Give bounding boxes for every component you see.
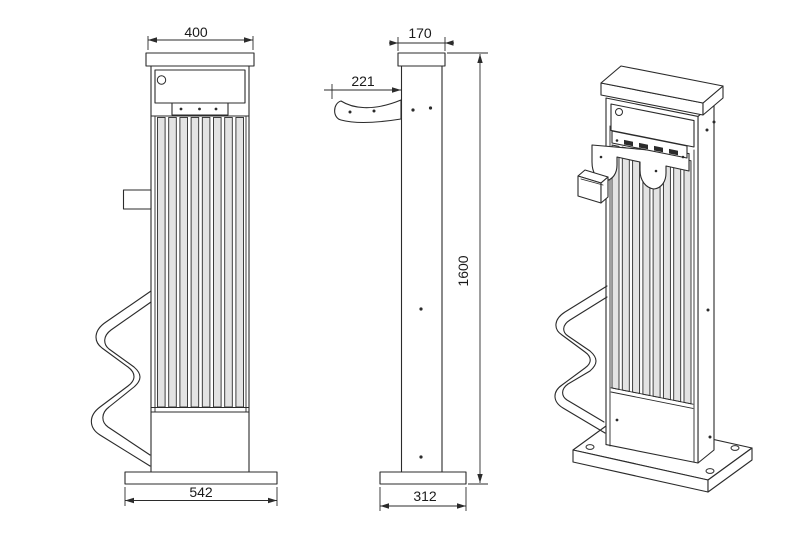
bracket-screw xyxy=(214,107,218,111)
holder-tube-outer xyxy=(90,290,152,467)
bracket-screw xyxy=(179,107,183,111)
slat xyxy=(621,146,630,393)
rail-slot xyxy=(624,139,633,147)
slat xyxy=(201,117,211,408)
front-dim-top-width: 400 xyxy=(147,24,254,50)
slat xyxy=(673,156,682,403)
dim-label-side-handle-reach: 221 xyxy=(351,73,375,89)
front-dim-base-width: 542 xyxy=(124,484,278,506)
iso-slat-sill xyxy=(610,387,694,405)
bracket-screw xyxy=(198,107,201,111)
front-door-hole xyxy=(156,75,167,85)
arrow-head xyxy=(148,37,157,43)
iso-door-panel xyxy=(610,103,695,148)
iso-mount-rail xyxy=(611,130,688,159)
dim-label-side-depth: 170 xyxy=(408,25,432,41)
front-top-cap xyxy=(145,52,255,67)
arrow-head xyxy=(125,497,134,504)
rail-screw xyxy=(681,155,685,159)
iso-base-right xyxy=(707,447,753,493)
column-hole xyxy=(419,455,423,459)
arrow-head xyxy=(477,474,483,483)
base-bolt-hole xyxy=(705,468,715,474)
holder-tube-inner xyxy=(102,301,152,456)
front-body-outline xyxy=(150,65,250,473)
iso-holder-tube-inner xyxy=(562,296,608,423)
slat xyxy=(652,152,661,399)
dim-label-side-height: 1600 xyxy=(455,255,471,286)
iso-door-hole xyxy=(615,108,623,116)
column-hole xyxy=(712,120,716,124)
side-top-cap xyxy=(397,52,446,67)
arrow-head xyxy=(244,37,253,43)
handle-hole xyxy=(372,109,376,113)
column-hole xyxy=(705,128,709,132)
iso-tray-right xyxy=(600,176,609,204)
claw-screw xyxy=(599,155,603,159)
isometric-view xyxy=(554,65,753,493)
iso-tray-inner-edge xyxy=(580,178,604,186)
side-handle xyxy=(334,99,402,124)
slat xyxy=(632,148,641,395)
column-hole xyxy=(411,108,415,112)
side-base-plate xyxy=(379,471,467,485)
arrow-head xyxy=(380,503,389,509)
arrow-head xyxy=(457,503,466,509)
arrow-head xyxy=(445,40,454,46)
slat xyxy=(179,117,188,408)
rail-slot xyxy=(669,148,678,156)
base-bolt-hole xyxy=(730,445,740,451)
arrow-head xyxy=(477,54,483,63)
side-view: 170 221 1600 312 xyxy=(324,25,488,511)
slat xyxy=(190,117,200,408)
slat xyxy=(611,144,620,390)
iso-slats xyxy=(611,144,692,405)
base-bolt-hole xyxy=(585,444,595,450)
iso-slat-sill xyxy=(610,391,694,409)
slat xyxy=(683,158,692,405)
column-hole xyxy=(706,308,710,312)
slat xyxy=(235,117,244,408)
side-dim-depth: 170 xyxy=(389,25,454,51)
front-side-box xyxy=(122,189,152,210)
side-dim-handle-reach: 221 xyxy=(324,73,401,99)
slat xyxy=(224,117,233,408)
slat xyxy=(168,117,177,408)
side-dim-base-depth: 312 xyxy=(379,487,467,511)
dim-label-front-base-width: 542 xyxy=(189,484,213,500)
column-hole xyxy=(708,435,712,439)
dim-label-side-base-depth: 312 xyxy=(413,488,437,504)
slat xyxy=(157,117,166,408)
slat xyxy=(662,154,671,401)
arrow-head xyxy=(392,87,401,93)
arrow-head xyxy=(389,40,398,46)
panel-hole xyxy=(615,418,619,422)
column-hole xyxy=(419,307,423,311)
front-door-panel xyxy=(154,69,246,104)
column-hole xyxy=(428,106,433,110)
rail-slot xyxy=(639,142,648,150)
front-slats xyxy=(157,117,244,408)
iso-body-right-face xyxy=(697,102,715,464)
rail-screw xyxy=(615,139,619,142)
rail-slot xyxy=(654,145,663,153)
iso-cap-top xyxy=(600,65,724,104)
side-body-outline xyxy=(400,65,443,473)
iso-holder-tube-outer xyxy=(554,285,608,434)
front-view: 400 542 xyxy=(90,24,278,506)
side-dim-height: 1600 xyxy=(447,52,488,485)
claw-screw xyxy=(654,169,658,173)
arrow-head xyxy=(268,497,277,504)
handle-hole xyxy=(348,110,352,114)
slat xyxy=(213,117,222,408)
dim-label-front-top-width: 400 xyxy=(184,24,208,40)
front-base-plate xyxy=(124,471,278,485)
